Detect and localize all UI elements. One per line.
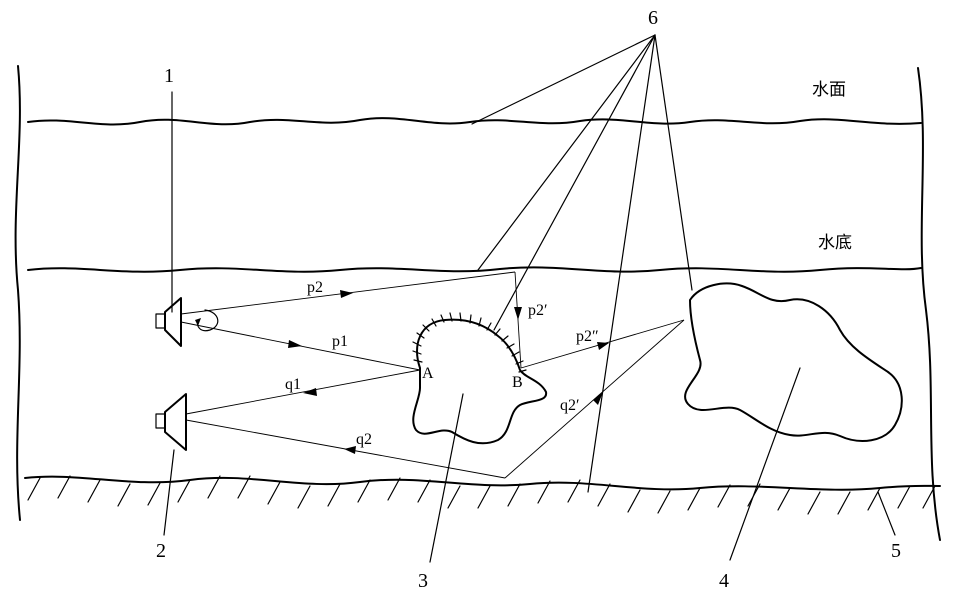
callout-2: 2 [156, 540, 166, 562]
ray-p1-label: p1 [332, 333, 348, 350]
ray-p2-double-prime-label: p2″ [576, 328, 599, 345]
seabed-line [25, 477, 940, 490]
callout-6: 6 [648, 7, 658, 29]
callout-5-leader [878, 492, 895, 535]
ray-q1-label: q1 [285, 376, 301, 393]
callout-6-leaders [472, 35, 692, 492]
callout-4-leader [730, 368, 800, 560]
callout-4: 4 [719, 570, 729, 592]
ray-q2-prime-label: q2′ [560, 397, 580, 414]
channel-right-boundary [918, 68, 940, 540]
water-surface-label: 水面 [812, 80, 846, 100]
channel-left-boundary [16, 66, 20, 520]
transducer-1 [156, 298, 181, 346]
callout-1: 1 [164, 65, 174, 87]
ray-q1-line [186, 370, 420, 414]
point-a-label: A [422, 365, 434, 382]
ray-p2-prime-label: p2′ [528, 302, 548, 319]
ray-q2-label: q2 [356, 431, 372, 448]
object-4 [685, 284, 902, 441]
water-surface-line [28, 118, 921, 124]
callout-3-leader [430, 394, 463, 562]
point-b-label: B [512, 374, 523, 391]
transducer-2-mount-line [164, 450, 174, 535]
transducer-2 [156, 394, 186, 450]
water-bottom-label: 水底 [818, 233, 852, 253]
ray-p2-label: p2 [307, 279, 323, 296]
callout-3: 3 [418, 570, 428, 592]
callout-5: 5 [891, 540, 901, 562]
water-bottom-line [28, 267, 921, 271]
